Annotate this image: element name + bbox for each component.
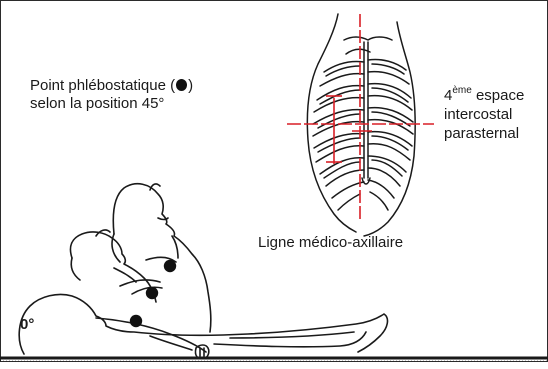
phlebostatic-point-icon (176, 79, 187, 91)
patient-figures (19, 184, 387, 359)
figure-0-hand (195, 345, 208, 359)
intercostal-caption-line3: parasternal (444, 124, 524, 143)
phlebostatic-point-icon (130, 315, 142, 327)
axillary-line-caption: Ligne médico-axillaire (258, 234, 403, 252)
phlebostatic-caption-line1: Point phlébostatique () (30, 77, 193, 95)
intercostal-caption: 4ème espace intercostal parasternal (444, 86, 524, 143)
intercostal-caption-line1: 4ème espace (444, 86, 524, 105)
figure-30-outline (70, 232, 156, 302)
intercostal-caption-line2: intercostal (444, 105, 524, 124)
rib-cage-right-outline (364, 22, 415, 236)
phlebostatic-point-icon (146, 287, 158, 299)
phlebostatic-point-icon (164, 260, 176, 272)
rib-cage (307, 14, 415, 236)
phlebostatic-points (130, 260, 176, 327)
angle-zero-label: 0° (20, 316, 34, 334)
phlebostatic-caption: Point phlébostatique () selon la positio… (30, 77, 193, 113)
crosshair-markers (287, 14, 434, 220)
phlebostatic-caption-line2: selon la position 45° (30, 95, 193, 113)
